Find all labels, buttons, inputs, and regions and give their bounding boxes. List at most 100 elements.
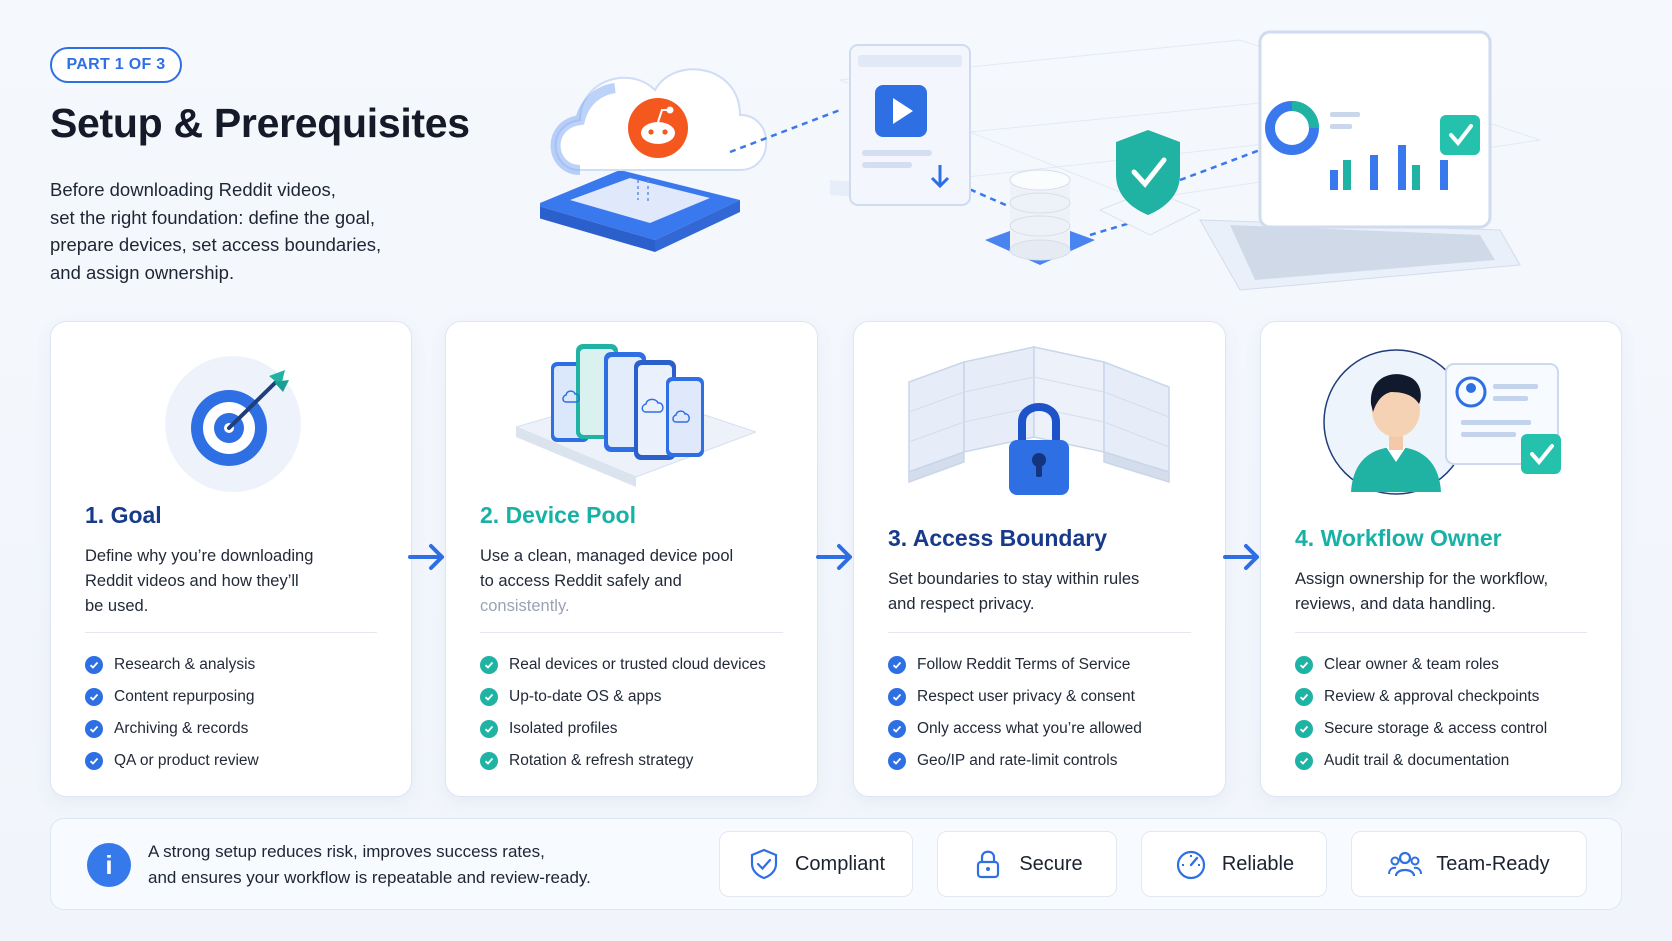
hero-illustration	[540, 30, 1541, 291]
desc-line: and respect privacy.	[888, 595, 1035, 613]
list-item: QA or product review	[85, 745, 259, 777]
card-title: 3. Access Boundary	[888, 525, 1108, 551]
card-title: 4. Workflow Owner	[1295, 525, 1502, 551]
card-divider	[888, 632, 1191, 633]
card-divider	[480, 632, 783, 633]
footer-line: and ensures your workflow is repeatable …	[148, 868, 591, 887]
check-icon	[888, 656, 906, 674]
phones-icon	[516, 344, 756, 487]
arrow-right-icon	[408, 544, 444, 570]
info-icon: i	[87, 843, 131, 887]
list-item-label: Geo/IP and rate-limit controls	[917, 752, 1118, 769]
list-item-label: Research & analysis	[114, 656, 256, 673]
pill-label: Reliable	[1221, 852, 1295, 875]
check-icon	[888, 752, 906, 770]
card-description: Set boundaries to stay within rules and …	[888, 567, 1208, 617]
card-title: 1. Goal	[85, 502, 162, 528]
laptop-dashboard-icon	[1199, 30, 1521, 291]
card-description: Use a clean, managed device pool to acce…	[480, 544, 780, 619]
check-icon	[1295, 720, 1313, 738]
list-item: Audit trail & documentation	[1295, 745, 1547, 777]
footer-line: A strong setup reduces risk, improves su…	[148, 842, 545, 861]
list-item-label: QA or product review	[114, 752, 259, 769]
team-icon	[1388, 851, 1423, 877]
check-icon	[85, 656, 103, 674]
part-badge: PART 1 OF 3	[50, 47, 182, 83]
pill-compliant: Compliant	[719, 831, 913, 897]
desc-line: to access Reddit safely and	[480, 572, 682, 590]
list-item-label: Audit trail & documentation	[1324, 752, 1510, 769]
list-item-label: Archiving & records	[114, 720, 249, 737]
list-item-label: Real devices or trusted cloud devices	[509, 656, 766, 673]
list-item: Isolated profiles	[480, 713, 766, 745]
list-item-label: Follow Reddit Terms of Service	[917, 656, 1131, 673]
desc-line: Use a clean, managed device pool	[480, 547, 734, 565]
desc-line: be used.	[85, 597, 149, 615]
list-item-label: Only access what you’re allowed	[917, 720, 1142, 737]
desc-line: consistently.	[480, 597, 570, 615]
check-icon	[85, 752, 103, 770]
gauge-icon	[1176, 850, 1205, 880]
list-item-label: Content repurposing	[114, 688, 255, 705]
list-item-label: Rotation & refresh strategy	[509, 752, 694, 769]
desc-line: Assign ownership for the workflow,	[1295, 570, 1549, 588]
card-checklist: Research & analysis Content repurposing …	[85, 649, 259, 777]
desc-line: reviews, and data handling.	[1295, 595, 1496, 613]
card-checklist: Real devices or trusted cloud devices Up…	[480, 649, 766, 777]
check-icon	[1295, 752, 1313, 770]
card-goal: 1. Goal Define why you’re downloading Re…	[50, 321, 412, 797]
pill-label: Team-Ready	[1436, 852, 1550, 875]
desc-line: Define why you’re downloading	[85, 547, 314, 565]
video-window-icon	[830, 44, 971, 206]
list-item: Only access what you’re allowed	[888, 713, 1142, 745]
connector-line	[959, 183, 1041, 222]
list-item: Research & analysis	[85, 649, 259, 681]
card-description: Assign ownership for the workflow, revie…	[1295, 567, 1605, 617]
list-item: Real devices or trusted cloud devices	[480, 649, 766, 681]
list-item-label: Clear owner & team roles	[1324, 656, 1499, 673]
database-icon	[985, 169, 1095, 265]
owner-avatar-icon	[1323, 349, 1561, 495]
card-checklist: Clear owner & team roles Review & approv…	[1295, 649, 1547, 777]
pill-team-ready: Team-Ready	[1351, 831, 1587, 897]
list-item: Geo/IP and rate-limit controls	[888, 745, 1142, 777]
list-item: Review & approval checkpoints	[1295, 681, 1547, 713]
list-item: Up-to-date OS & apps	[480, 681, 766, 713]
card-divider	[1295, 632, 1587, 633]
card-checklist: Follow Reddit Terms of Service Respect u…	[888, 649, 1142, 777]
list-item: Rotation & refresh strategy	[480, 745, 766, 777]
check-icon	[85, 688, 103, 706]
check-icon	[1295, 688, 1313, 706]
pill-label: Compliant	[794, 852, 886, 875]
check-icon	[480, 656, 498, 674]
intro-line: Before downloading Reddit videos,	[50, 179, 336, 200]
intro-text: Before downloading Reddit videos, set th…	[50, 176, 410, 286]
footer-text: A strong setup reduces risk, improves su…	[148, 839, 708, 891]
check-icon	[1295, 656, 1313, 674]
list-item: Follow Reddit Terms of Service	[888, 649, 1142, 681]
list-item-label: Review & approval checkpoints	[1324, 688, 1540, 705]
arrow-right-icon	[816, 544, 852, 570]
check-icon	[888, 720, 906, 738]
connector-line	[1089, 218, 1141, 237]
pill-label: Secure	[1019, 852, 1083, 875]
pill-secure: Secure	[937, 831, 1117, 897]
cloud-platform-icon	[540, 68, 768, 252]
summary-footer: i A strong setup reduces risk, improves …	[50, 818, 1622, 910]
desc-line: Reddit videos and how they’ll	[85, 572, 299, 590]
card-description: Define why you’re downloading Reddit vid…	[85, 544, 385, 619]
list-item-label: Secure storage & access control	[1324, 720, 1548, 737]
check-icon	[888, 688, 906, 706]
card-title: 2. Device Pool	[480, 502, 636, 528]
card-divider	[85, 632, 377, 633]
lock-icon	[977, 850, 1000, 879]
check-icon	[85, 720, 103, 738]
card-workflow-owner: 4. Workflow Owner Assign ownership for t…	[1260, 321, 1622, 797]
connector-line	[729, 108, 841, 154]
arrow-right-icon	[1223, 544, 1259, 570]
check-icon	[480, 688, 498, 706]
intro-line: set the right foundation: define the goa…	[50, 206, 376, 228]
list-item: Content repurposing	[85, 681, 259, 713]
shield-check-icon	[750, 848, 778, 880]
intro-line: and assign ownership.	[50, 261, 235, 283]
